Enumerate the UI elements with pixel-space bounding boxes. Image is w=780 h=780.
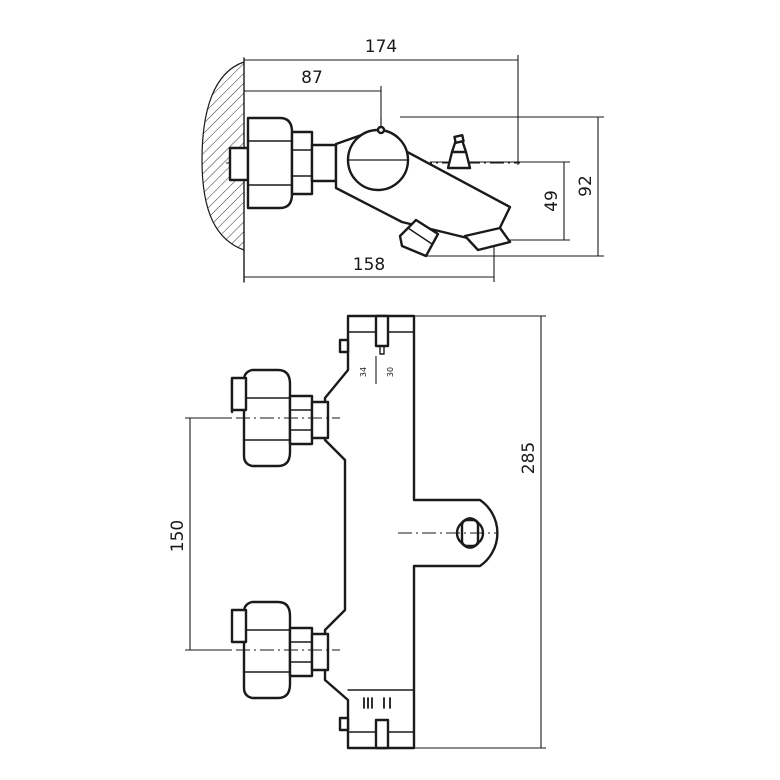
top-wall-connector <box>228 116 338 210</box>
dimension-49: 49 <box>542 162 565 240</box>
dimension-285: 285 <box>519 316 542 748</box>
dim-label-158: 158 <box>353 255 385 275</box>
dim-label-174: 174 <box>365 37 397 57</box>
dim-label-49: 49 <box>542 190 562 212</box>
dim-label-87: 87 <box>301 68 323 88</box>
dim-label-92: 92 <box>576 175 596 197</box>
dimension-174: 174 <box>244 37 518 61</box>
front-inlet-upper <box>230 368 340 468</box>
dimension-92: 92 <box>576 117 599 256</box>
dim-label-150: 150 <box>168 520 188 552</box>
scale-label-34: 34 <box>359 367 368 377</box>
dimension-158: 158 <box>244 255 494 278</box>
front-extension-lines <box>185 315 546 749</box>
top-valve-body <box>334 125 512 258</box>
scale-label-30: 30 <box>386 367 395 377</box>
top-view: 174 87 158 92 49 <box>201 37 604 283</box>
front-valve-body: 34 30 <box>323 314 499 750</box>
dimension-150: 150 <box>168 418 191 650</box>
bottom-scale-ticks <box>363 697 391 709</box>
front-view: 285 150 34 30 <box>168 314 546 750</box>
front-inlet-lower <box>230 600 340 700</box>
dimension-87: 87 <box>244 68 381 92</box>
dim-label-285: 285 <box>519 442 539 474</box>
